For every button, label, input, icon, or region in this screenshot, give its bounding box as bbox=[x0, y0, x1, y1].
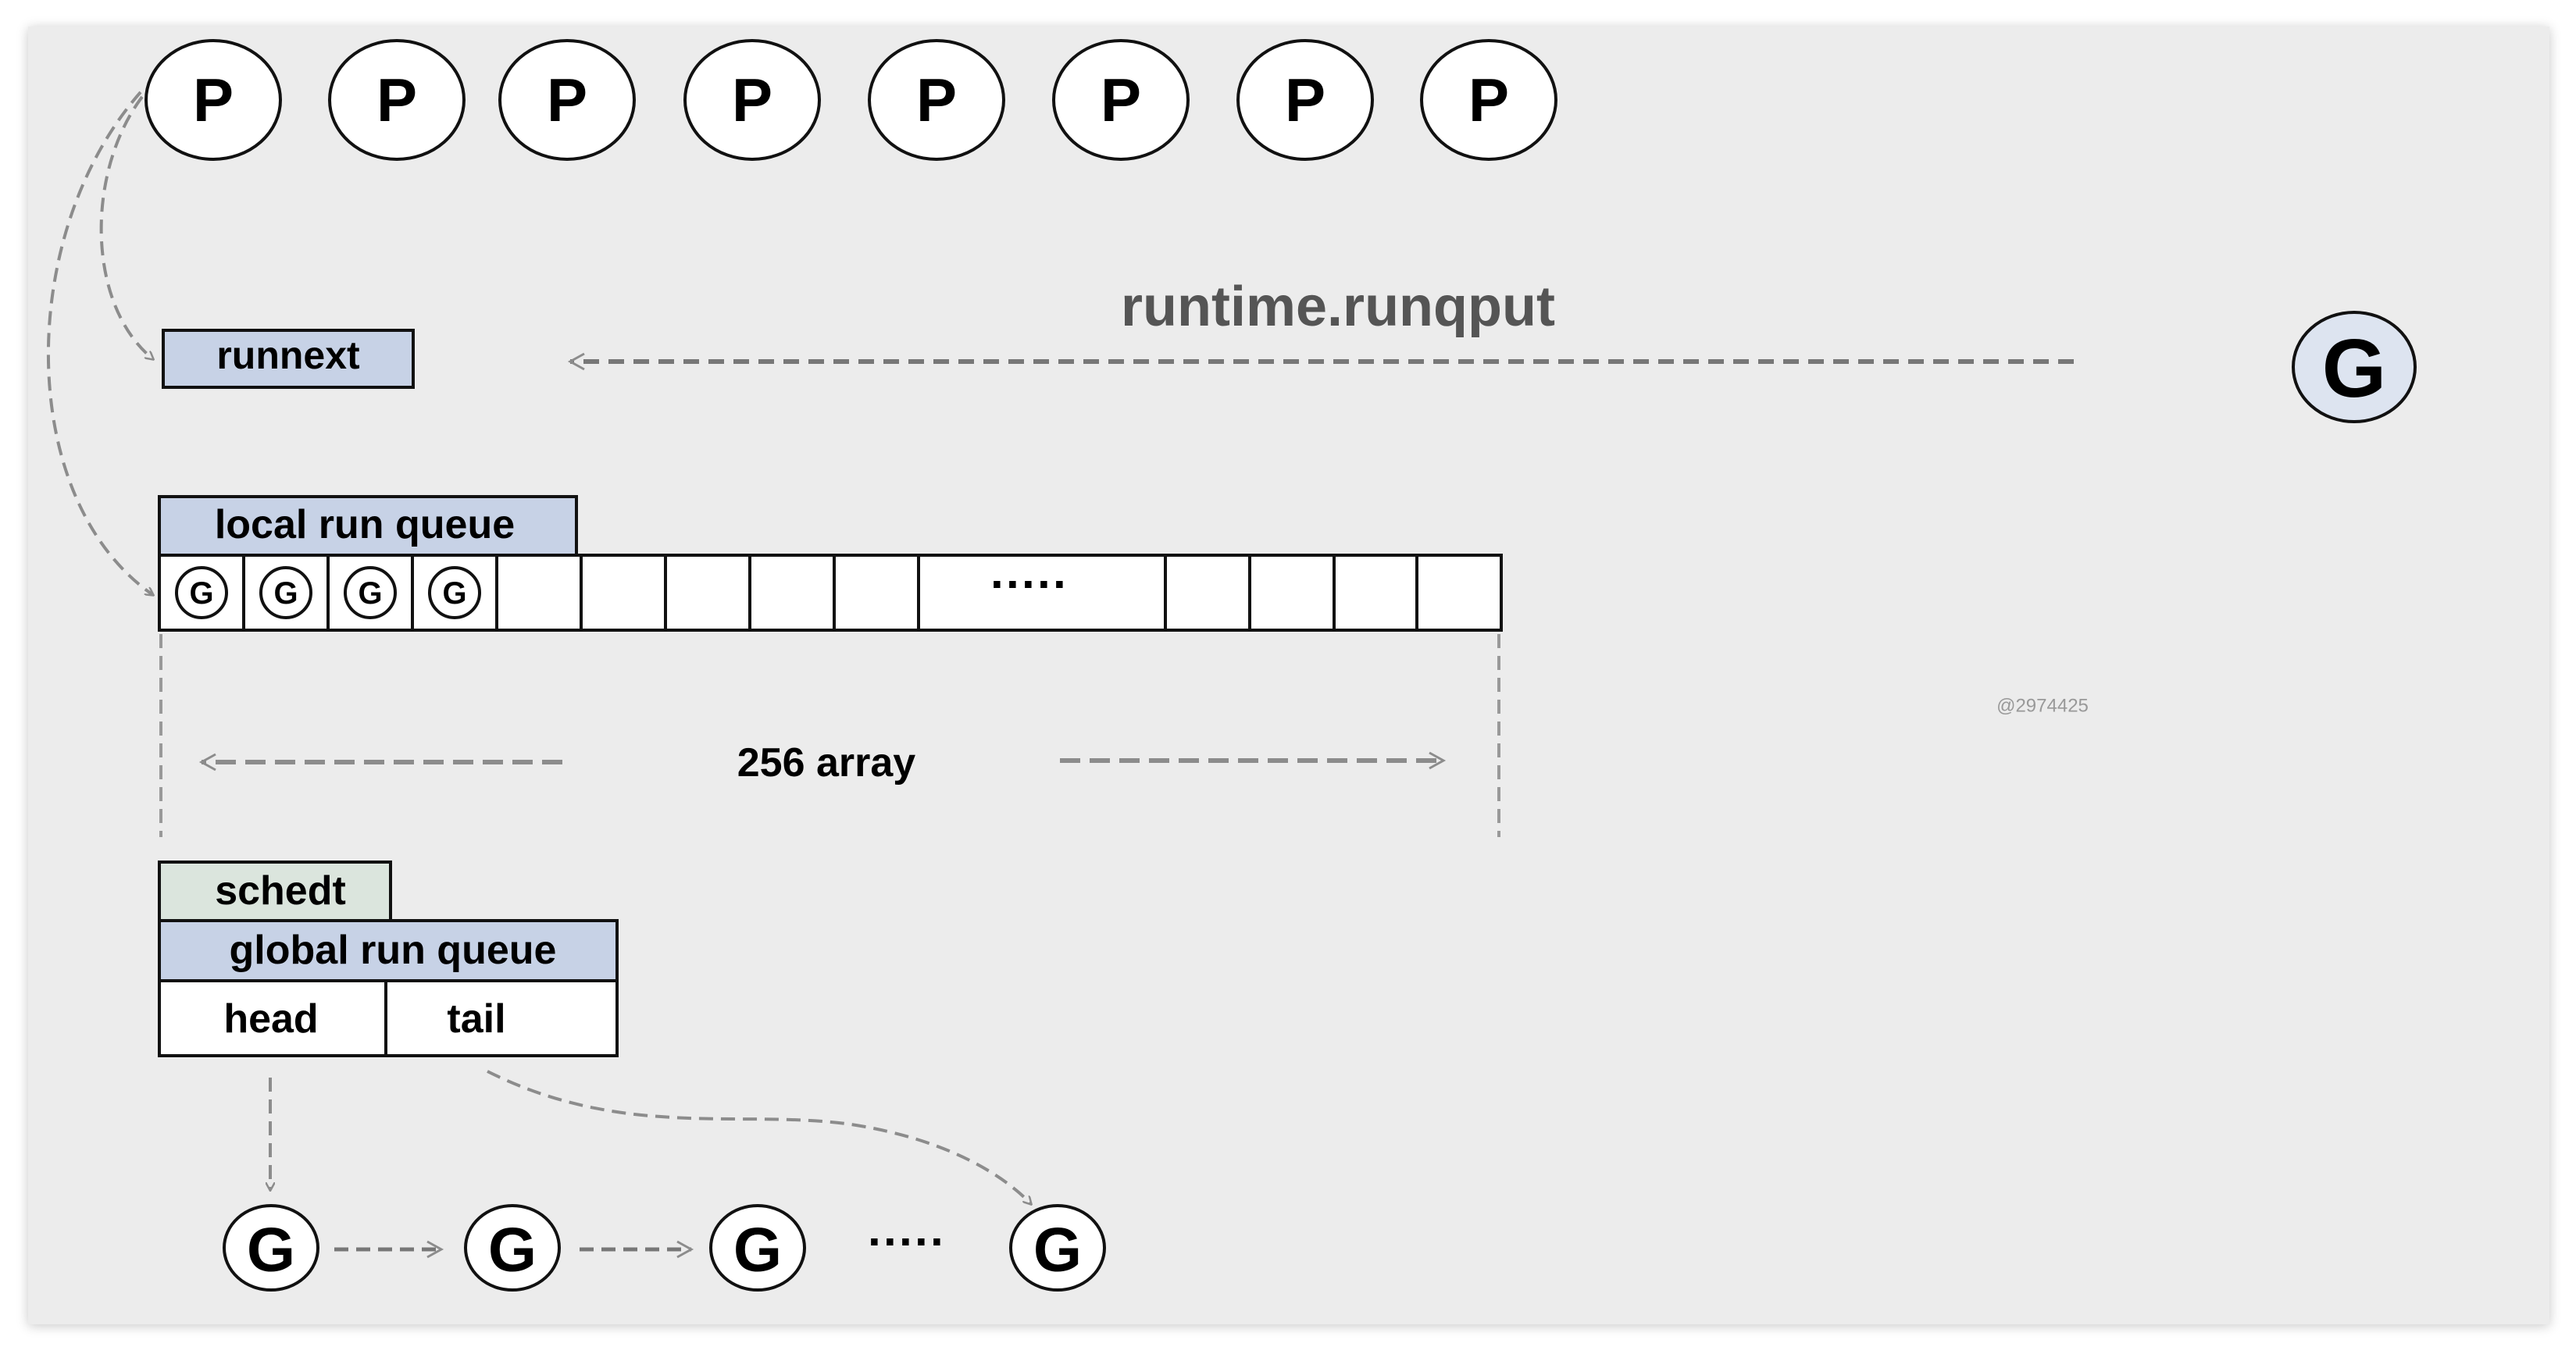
queued-goroutine-label: G bbox=[189, 576, 213, 611]
diagram-panel bbox=[28, 27, 2549, 1324]
processor-p3: P bbox=[498, 39, 636, 161]
local-run-queue: local run queue G G G G ····· bbox=[158, 495, 1503, 632]
processor-label: P bbox=[193, 66, 234, 134]
watermark: @2974425 bbox=[1996, 696, 2089, 717]
function-label: runtime.runqput bbox=[1121, 276, 1555, 338]
processor-p1: P bbox=[144, 39, 282, 161]
p-to-local-queue-arrow bbox=[46, 91, 153, 595]
processor-p5: P bbox=[868, 39, 1005, 161]
tail-label: tail bbox=[447, 996, 505, 1042]
global-queue-block: schedt global run queue head tail bbox=[158, 861, 619, 1057]
queued-goroutine-label: G bbox=[442, 576, 466, 611]
queued-goroutine-icon: G bbox=[175, 566, 228, 619]
queued-goroutine-label: G bbox=[273, 576, 298, 611]
array-size-label: 256 array bbox=[737, 740, 916, 786]
goroutine-label: G bbox=[1033, 1215, 1082, 1285]
new-goroutine-icon: G bbox=[2292, 311, 2417, 423]
queued-goroutine-icon: G bbox=[344, 566, 397, 619]
goroutine-node: G bbox=[464, 1204, 561, 1292]
processor-p2: P bbox=[328, 39, 466, 161]
head-label: head bbox=[223, 996, 318, 1042]
global-queue-title: global run queue bbox=[230, 928, 557, 973]
queued-goroutine-icon: G bbox=[428, 566, 481, 619]
queued-goroutine-icon: G bbox=[259, 566, 312, 619]
tail-arrow bbox=[487, 1070, 1031, 1204]
goroutine-node: G bbox=[223, 1204, 319, 1292]
goroutine-node: G bbox=[1009, 1204, 1106, 1292]
processor-label: P bbox=[732, 66, 772, 134]
processor-label: P bbox=[916, 66, 957, 134]
p-to-runnext-arrow bbox=[99, 95, 153, 359]
goroutine-label: G bbox=[733, 1215, 782, 1285]
runnext-box: runnext bbox=[162, 329, 415, 389]
processor-label: P bbox=[376, 66, 417, 134]
processor-label: P bbox=[1468, 66, 1509, 134]
goroutine-label: G bbox=[247, 1215, 295, 1285]
processor-label: P bbox=[1285, 66, 1325, 134]
processor-p4: P bbox=[683, 39, 821, 161]
processor-p6: P bbox=[1052, 39, 1190, 161]
queue-ellipsis: ····· bbox=[990, 558, 1069, 611]
queued-goroutine-label: G bbox=[358, 576, 382, 611]
global-goroutine-list: G G G ····· G bbox=[223, 1204, 1106, 1292]
new-goroutine-label: G bbox=[2322, 322, 2386, 415]
processor-label: P bbox=[547, 66, 587, 134]
runnext-label: runnext bbox=[216, 333, 360, 377]
goroutine-node: G bbox=[709, 1204, 806, 1292]
processor-label: P bbox=[1101, 66, 1141, 134]
processor-p8: P bbox=[1420, 39, 1557, 161]
processor-row: P P P P P P P bbox=[144, 39, 1557, 161]
processor-p7: P bbox=[1236, 39, 1374, 161]
schedt-label: schedt bbox=[215, 868, 346, 914]
local-queue-title: local run queue bbox=[215, 502, 515, 547]
goroutine-label: G bbox=[488, 1215, 537, 1285]
chain-ellipsis: ····· bbox=[868, 1216, 946, 1268]
